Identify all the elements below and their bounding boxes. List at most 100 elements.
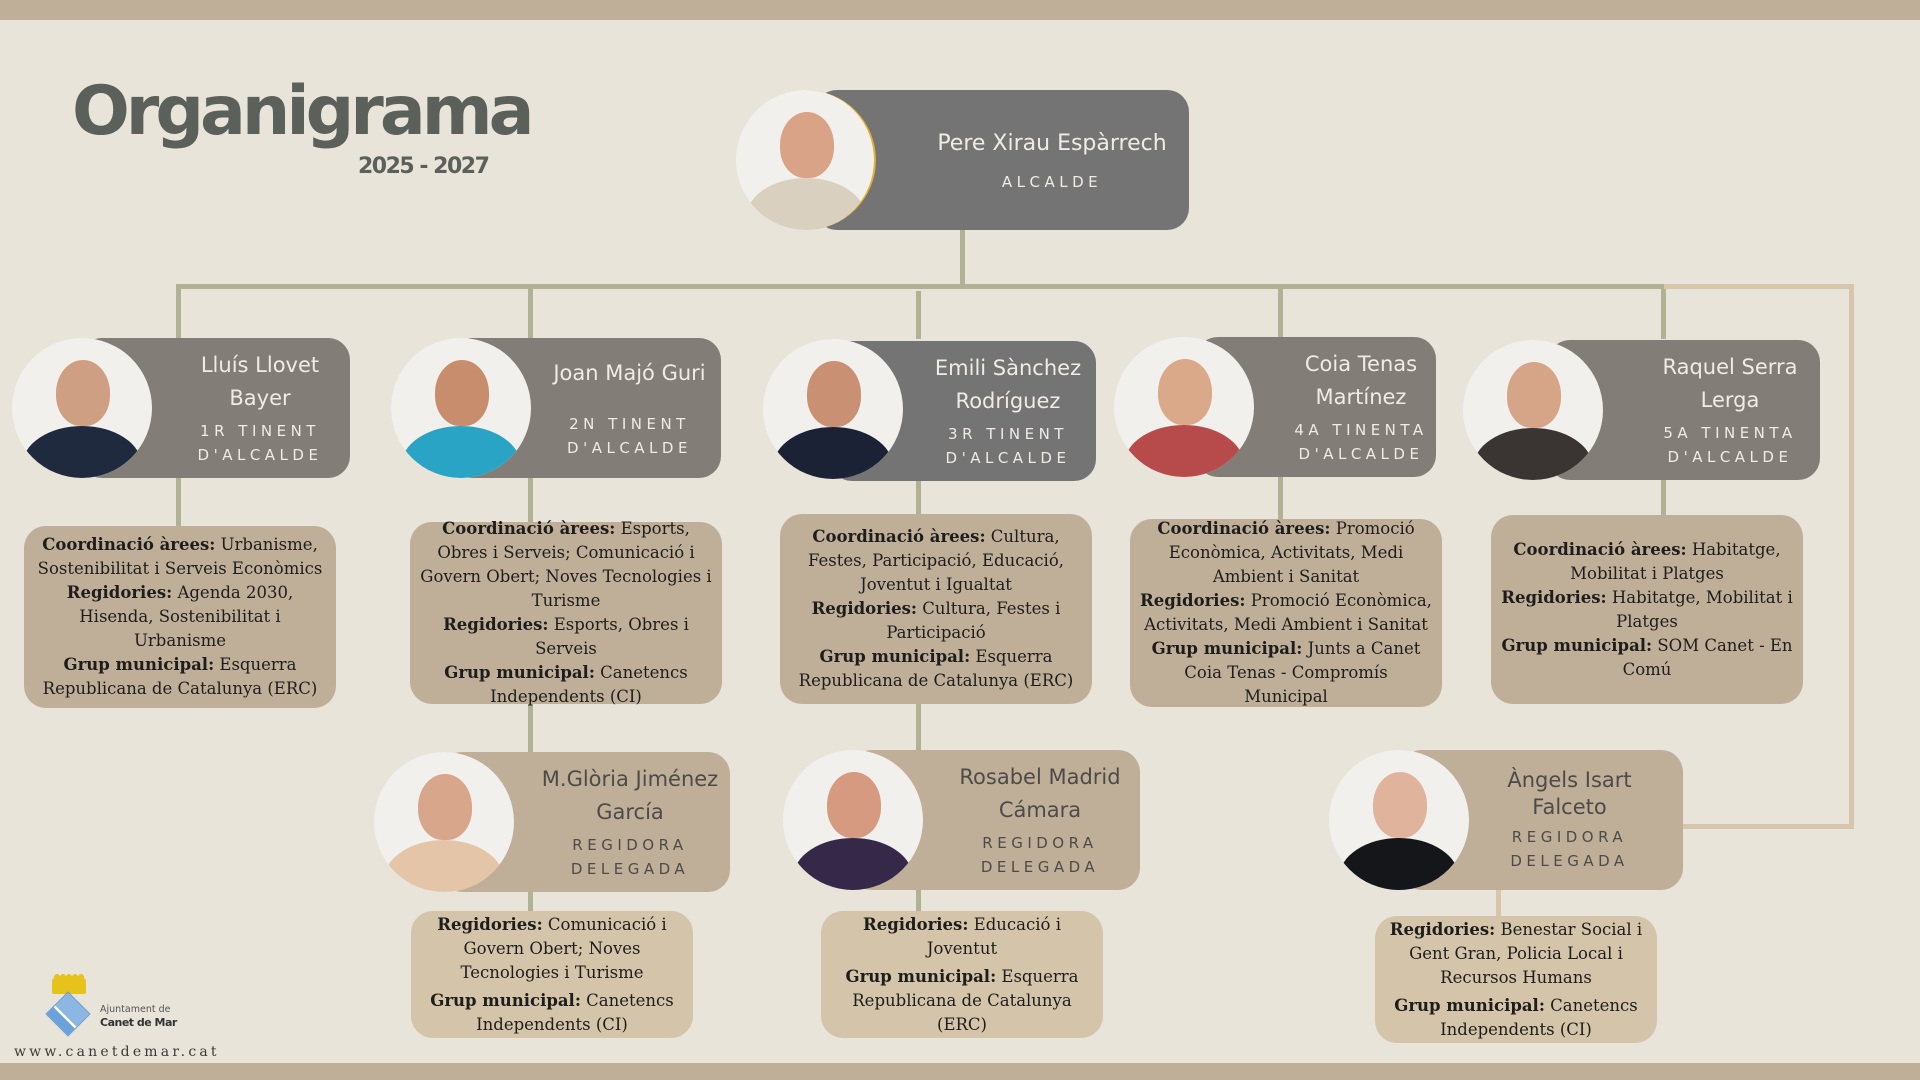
group-label: Grup municipal: bbox=[430, 990, 581, 1010]
group-label: Grup municipal: bbox=[63, 655, 215, 674]
delegate-photo-3 bbox=[1329, 750, 1469, 890]
group-label: Grup municipal: bbox=[1151, 639, 1303, 658]
connector-col4-info bbox=[1278, 476, 1283, 521]
connector-col3-delegate bbox=[916, 703, 921, 751]
connector-col3-info bbox=[916, 480, 921, 516]
connector-col1 bbox=[176, 284, 181, 339]
delegate-name: Falceto bbox=[1532, 795, 1607, 819]
connector-col3 bbox=[916, 291, 921, 339]
coordination-label: Coordinació àrees: bbox=[442, 519, 616, 538]
deputy-role: 3R TINENT bbox=[948, 425, 1068, 443]
delegate-name: Cámara bbox=[998, 798, 1082, 822]
deputy-name: Coia Tenas bbox=[1304, 352, 1418, 376]
delegate-name: Àngels Isart bbox=[1507, 768, 1632, 792]
deputy-name: Bayer bbox=[229, 386, 291, 410]
period-label: 2025 - 2027 bbox=[358, 154, 490, 179]
delegate-info-3: Regidories: Benestar Social i Gent Gran,… bbox=[1375, 916, 1657, 1043]
regidories-label: Regidories: bbox=[443, 615, 549, 634]
crown-icon bbox=[52, 974, 86, 994]
deputy-photo-3 bbox=[763, 339, 903, 479]
delegate-info-2: Regidories: Educació i Joventut Grup mun… bbox=[821, 911, 1103, 1038]
connector-delegate2-info bbox=[916, 889, 921, 911]
regidories-label: Regidories: bbox=[863, 914, 969, 934]
deputy-photo-2 bbox=[391, 338, 531, 478]
delegate-role: DELEGADA bbox=[570, 860, 690, 878]
regidories-value: Comunicació i Govern Obert; Noves Tecnol… bbox=[460, 914, 667, 982]
regidories-label: Regidories: bbox=[66, 583, 173, 602]
top-band bbox=[0, 0, 1920, 20]
deputy-role: D'ALCALDE bbox=[567, 438, 692, 457]
deputy-info-4: Coordinació àrees: Promoció Econòmica, A… bbox=[1130, 519, 1442, 707]
delegate-photo-1 bbox=[374, 752, 514, 892]
deputy-name: Rodríguez bbox=[955, 389, 1061, 413]
connector-col1-info bbox=[176, 477, 181, 527]
connector-delegate1-info bbox=[528, 891, 533, 911]
logo-line1: Ajuntament de bbox=[100, 1004, 171, 1015]
deputy-name: Lerga bbox=[1700, 388, 1760, 412]
group-value: Esquerra Republicana de Catalunya (ERC) bbox=[852, 966, 1079, 1034]
coordination-label: Coordinació àrees: bbox=[1157, 519, 1331, 538]
regidories-value: Habitatge, Mobilitat i Platges bbox=[1606, 587, 1793, 631]
group-value: Esquerra Republicana de Catalunya (ERC) bbox=[42, 655, 318, 698]
connector-col2-delegate bbox=[528, 703, 533, 753]
group-label: Grup municipal: bbox=[845, 966, 997, 986]
delegate-name: Rosabel Madrid bbox=[959, 765, 1121, 789]
mayor-photo bbox=[736, 90, 876, 230]
connector-col4 bbox=[1278, 289, 1283, 337]
deputy-role: 1R TINENT bbox=[200, 422, 320, 440]
deputy-photo-1 bbox=[12, 338, 152, 478]
logo-line2: Canet de Mar bbox=[100, 1016, 177, 1029]
page-title: Organigrama bbox=[72, 72, 534, 151]
connector-col2-info bbox=[528, 477, 533, 523]
group-label: Grup municipal: bbox=[444, 663, 595, 682]
connector-mayor-stem bbox=[960, 229, 965, 288]
connector-col5 bbox=[1661, 284, 1666, 339]
delegate-role: REGIDORA bbox=[982, 834, 1098, 852]
mayor-card: Pere Xirau Espàrrech ALCALDE bbox=[815, 90, 1189, 230]
coordination-value: Promoció Econòmica, Activitats, Medi Amb… bbox=[1168, 519, 1415, 586]
deputy-info-1: Coordinació àrees: Urbanisme, Sostenibil… bbox=[24, 526, 336, 708]
deputy-info-5: Coordinació àrees: Habitatge, Mobilitat … bbox=[1491, 515, 1803, 704]
coordination-label: Coordinació àrees: bbox=[42, 535, 216, 554]
group-value: SOM Canet - En Comú bbox=[1622, 635, 1793, 679]
delegate-role: DELEGADA bbox=[980, 858, 1100, 876]
coat-of-arms-icon bbox=[45, 991, 91, 1037]
bottom-band bbox=[0, 1063, 1920, 1080]
deputy-photo-5 bbox=[1463, 340, 1603, 480]
regidories-label: Regidories: bbox=[1140, 591, 1246, 610]
deputy-role: D'ALCALDE bbox=[1667, 448, 1793, 466]
deputy-info-3: Coordinació àrees: Cultura, Festes, Part… bbox=[780, 514, 1092, 704]
municipal-logo: Ajuntament de Canet de Mar bbox=[45, 974, 198, 1040]
deputy-name: Lluís Llovet bbox=[200, 353, 320, 377]
delegate-name: García bbox=[596, 800, 664, 824]
regidories-label: Regidories: bbox=[437, 914, 543, 934]
delegate-name: M.Glòria Jiménez bbox=[541, 767, 719, 791]
regidories-value: Benestar Social i Gent Gran, Policia Loc… bbox=[1409, 919, 1643, 987]
group-value: Canetencs Independents (CI) bbox=[476, 990, 674, 1034]
mayor-role: ALCALDE bbox=[1001, 172, 1103, 191]
deputy-role: 2N TINENT bbox=[569, 414, 690, 433]
coordination-label: Coordinació àrees: bbox=[1513, 539, 1687, 559]
connector-col2 bbox=[528, 284, 533, 339]
coordination-value: Habitatge, Mobilitat i Platges bbox=[1570, 539, 1781, 583]
delegate-photo-2 bbox=[783, 750, 923, 890]
connector-bracket-right bbox=[1849, 284, 1854, 829]
deputy-name: Martínez bbox=[1315, 385, 1407, 409]
website-url[interactable]: www.canetdemar.cat bbox=[14, 1044, 220, 1060]
group-value: Esquerra Republicana de Catalunya (ERC) bbox=[798, 647, 1074, 690]
coordination-label: Coordinació àrees: bbox=[812, 527, 986, 546]
group-label: Grup municipal: bbox=[1501, 635, 1653, 655]
connector-bracket-bottom bbox=[1680, 824, 1854, 829]
group-label: Grup municipal: bbox=[819, 647, 971, 666]
group-label: Grup municipal: bbox=[1394, 995, 1545, 1015]
coordination-value: Urbanisme, Sostenibilitat i Serveis Econ… bbox=[37, 535, 323, 578]
deputy-info-2: Coordinació àrees: Esports, Obres i Serv… bbox=[410, 519, 722, 706]
group-value: Canetencs Independents (CI) bbox=[490, 663, 688, 706]
delegate-role: REGIDORA bbox=[1511, 828, 1628, 846]
regidories-label: Regidories: bbox=[1501, 587, 1607, 607]
connector-bracket-top bbox=[1664, 284, 1854, 289]
deputy-name: Emili Sànchez bbox=[934, 356, 1082, 380]
delegate-role: REGIDORA bbox=[572, 836, 688, 854]
regidories-label: Regidories: bbox=[1389, 919, 1496, 939]
connector-col5-info bbox=[1661, 479, 1666, 515]
